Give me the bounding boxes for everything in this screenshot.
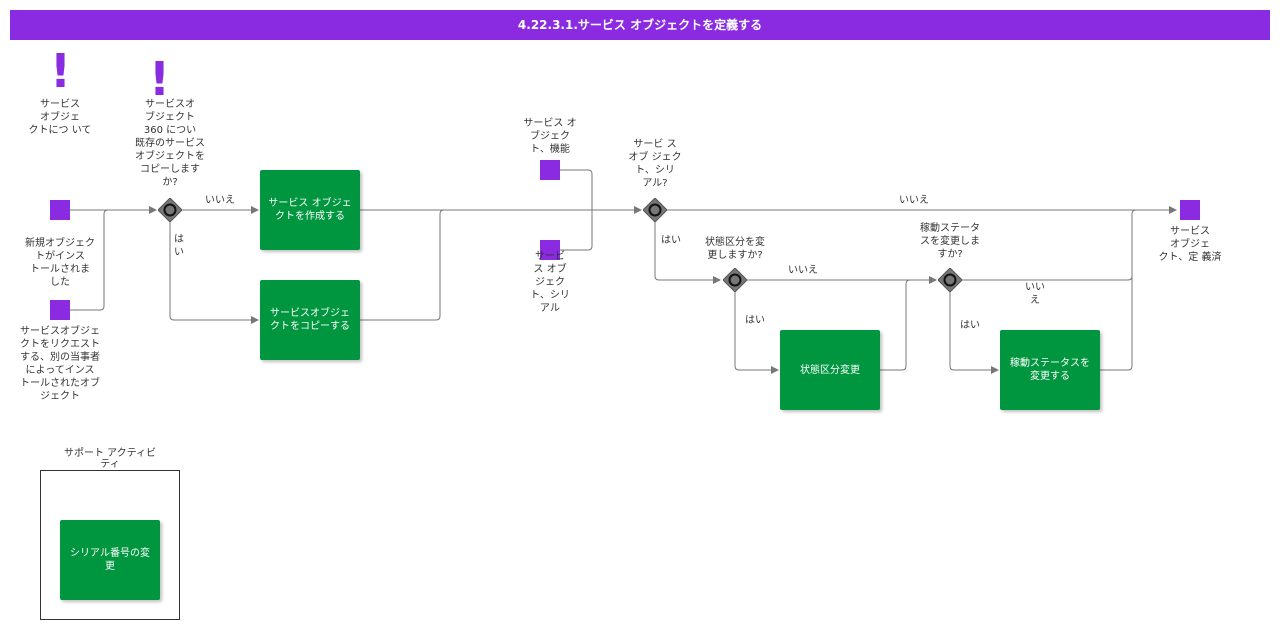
task-change-operation-status[interactable]: 稼動ステータスを 変更する [1000, 330, 1100, 410]
edge-g3-yes [734, 292, 779, 374]
edge-g1-yes [169, 222, 259, 324]
edge-function-to-merge [560, 169, 593, 251]
edge-opstatus-to-end [1100, 214, 1133, 371]
label-service-object-serial: サービ ス オブ ジェク ト、シリ アル [530, 251, 570, 314]
exclamation-icon: ! [50, 44, 71, 98]
event-service-object-serial[interactable] [540, 240, 560, 260]
gateway-status-class[interactable] [723, 268, 747, 292]
gateway-serial[interactable] [643, 198, 667, 222]
gateway-label-serial: サービ ス オブ ジェク ト、シリ アル? [628, 139, 682, 189]
edge-label-g3-yes: はい [745, 315, 765, 326]
start-event-new-object[interactable] [50, 200, 70, 220]
edge-copy-to-merge [360, 209, 445, 321]
task-copy-service-object[interactable]: サービスオブジェ クトをコピーする [260, 280, 360, 360]
support-activity-frame [40, 470, 180, 620]
diagram-title: 4.22.3.1.サービス オブジェクトを定義する [10, 10, 1270, 40]
edge-label-g1-no: いいえ [205, 195, 235, 206]
gateway-copy-existing[interactable] [158, 198, 182, 222]
edge-label-g2-yes: はい [661, 235, 681, 246]
gateway-operation-status[interactable] [938, 268, 962, 292]
edge-label-g1-yes: は い [174, 234, 184, 258]
edge-g4-yes [949, 292, 999, 374]
task-create-service-object[interactable]: サービス オブジェ クトを作成する [260, 170, 360, 250]
edge-label-g4-no: いい え [1025, 282, 1045, 306]
label-requested-object: サービスオブジェ クトをリクエスト する、別の当事者 によってインス トールされ… [20, 326, 100, 402]
gateway-label-operation-status: 稼動ステータ スを変更しま すか? [920, 223, 980, 260]
event-service-object-function[interactable] [540, 160, 560, 180]
support-activity-label: サポート アクティビ ティ [63, 448, 157, 470]
edge-label-g3-no: いいえ [788, 265, 818, 276]
start-event-requested-object[interactable] [50, 300, 70, 320]
edge-requested-to-g1 [70, 209, 109, 311]
edge-g2-yes [654, 222, 721, 284]
edge-label-g2-no: いいえ [899, 195, 929, 206]
task-change-status-class[interactable]: 状態区分変更 [780, 330, 880, 410]
label-service-object-function: サービス オ ブジェク ト、機能 [523, 118, 577, 155]
note-about-service-object: サービス オブジェ クトにつ いて [28, 99, 92, 136]
note-copy-existing: サービスオ ブジェクト 360 につい 既存のサービス オブジェクトを コピーし… [135, 99, 205, 188]
exclamation-icon: ! [149, 52, 170, 106]
label-new-object-installed: 新規オブジェク トがインス トールされま した [25, 238, 95, 288]
edge-label-g4-yes: はい [960, 320, 980, 331]
label-service-object-defined: サービス オブジェ クト、定 義済 [1158, 226, 1222, 263]
end-event-service-object-defined[interactable] [1180, 200, 1200, 220]
edge-statusclass-to-g4 [880, 279, 911, 371]
task-change-serial-number[interactable]: シリアル番号の変 更 [60, 520, 160, 600]
gateway-label-status-class: 状態区分を変 更しますか? [705, 237, 765, 261]
